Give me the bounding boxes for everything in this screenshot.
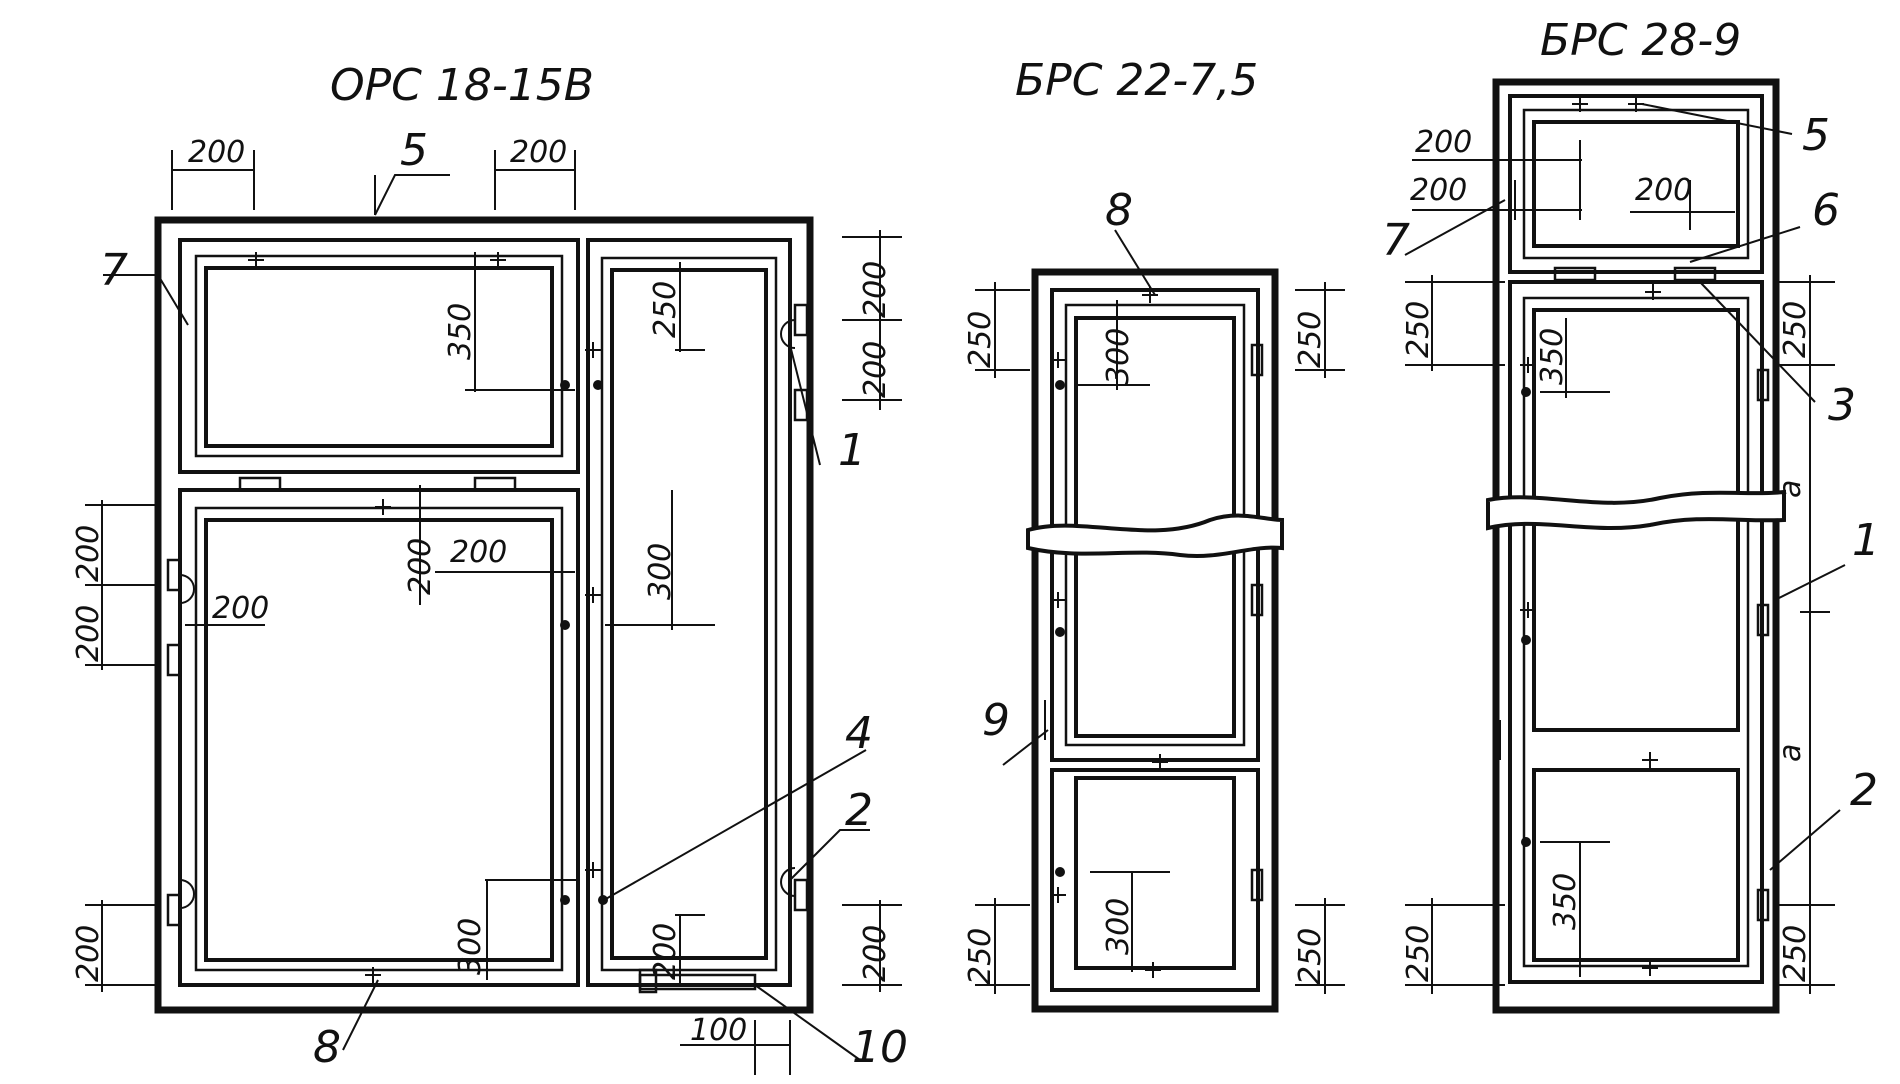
- callout-7-brs28: 7: [1382, 215, 1410, 266]
- dim-ors-top-left-200: 200: [188, 135, 245, 170]
- dim-brs28-right-250-top: 250: [1778, 301, 1813, 358]
- dim-ors-300-bottom: 300: [453, 918, 488, 975]
- callout-9-brs22: 9: [982, 695, 1010, 746]
- dim-ors-350: 350: [443, 303, 478, 360]
- brs28-main-sash: [1508, 280, 1764, 984]
- dim-brs28-350-bottom: 350: [1548, 873, 1583, 930]
- dim-ors-top-right-200: 200: [510, 135, 567, 170]
- title-brs-28-9: БРС 28-9: [1540, 15, 1741, 66]
- callout-3-brs28: 3: [1828, 380, 1856, 431]
- dim-brs28-200-second: 200: [1410, 173, 1467, 208]
- dim-brs22-left-250-top: 250: [963, 311, 998, 368]
- dim-brs28-right-250-bottom: 250: [1778, 925, 1813, 982]
- dim-brs22-left-250-bottom: 250: [963, 928, 998, 985]
- callout-1-brs28: 1: [1852, 515, 1880, 566]
- brs22-lower-sash: [1050, 768, 1260, 992]
- dim-ors-250: 250: [648, 281, 683, 338]
- ors-bottom-sash: [178, 488, 580, 987]
- dim-ors-left-200c: 200: [71, 925, 106, 982]
- dim-brs22-right-250-bottom: 250: [1293, 928, 1328, 985]
- dim-brs28-left-250-top: 250: [1401, 301, 1436, 358]
- dim-ors-left-200b: 200: [71, 605, 106, 662]
- brs22-window-drawing: [975, 229, 1345, 1013]
- dim-ors-300-mid: 300: [643, 543, 678, 600]
- dim-brs28-350-top: 350: [1535, 328, 1570, 385]
- brs28-window-drawing: [1404, 78, 1846, 1014]
- dim-brs28-200-top: 200: [1415, 125, 1472, 160]
- ors-outer-frame: [154, 216, 814, 1014]
- callout-7-ors: 7: [100, 245, 128, 296]
- callout-1-ors: 1: [838, 425, 866, 476]
- callout-8-brs22: 8: [1105, 185, 1133, 236]
- dim-brs28-left-250-bottom: 250: [1401, 925, 1436, 982]
- dim-ors-right-200b: 200: [858, 341, 893, 398]
- ors-right-sash: [586, 238, 792, 987]
- brs22-break-line: [1026, 513, 1284, 558]
- callout-2-brs28: 2: [1850, 765, 1878, 816]
- dim-brs28-a-lower: a: [1773, 744, 1808, 762]
- ors-top-sash: [178, 238, 580, 474]
- dim-brs22-300-top: 300: [1101, 328, 1136, 385]
- dim-ors-200-left-inner: 200: [212, 591, 269, 626]
- callout-5-brs28: 5: [1802, 110, 1830, 161]
- ors-window-drawing: [85, 150, 902, 1075]
- dimension-labels: 200 200 350 250 200 200 300 200 200 200 …: [71, 125, 1813, 1048]
- dim-ors-200-bottom-inner: 200: [648, 923, 683, 980]
- brs22-outer-frame: [1031, 268, 1279, 1013]
- dim-brs22-300-bottom: 300: [1101, 898, 1136, 955]
- dim-ors-200-horiz: 200: [450, 535, 507, 570]
- brs28-outer-frame: [1492, 78, 1780, 1014]
- dim-ors-right-200a: 200: [858, 261, 893, 318]
- callout-8-ors: 8: [313, 1022, 341, 1073]
- dim-brs22-right-250-top: 250: [1293, 311, 1328, 368]
- callout-6-brs28: 6: [1812, 185, 1840, 236]
- dim-ors-200-vert: 200: [403, 538, 438, 595]
- title-ors-18-15v: ОРС 18-15В: [330, 60, 594, 111]
- dim-ors-left-200a: 200: [71, 525, 106, 582]
- dim-ors-100: 100: [690, 1013, 747, 1048]
- brs28-break-line: [1486, 489, 1786, 531]
- callout-2-ors: 2: [845, 785, 873, 836]
- dim-ors-right-200c: 200: [858, 925, 893, 982]
- callout-5-ors: 5: [400, 125, 428, 176]
- callout-labels: 5 7 1 4 2 8 10 8 9 5 7 6 3 1 2: [100, 110, 1880, 1073]
- dim-brs28-200-inner: 200: [1635, 173, 1692, 208]
- title-brs-22-7-5: БРС 22-7,5: [1015, 55, 1258, 106]
- dim-brs28-a-upper: a: [1773, 480, 1808, 498]
- callout-4-ors: 4: [845, 708, 873, 759]
- callout-10-ors: 10: [852, 1022, 908, 1073]
